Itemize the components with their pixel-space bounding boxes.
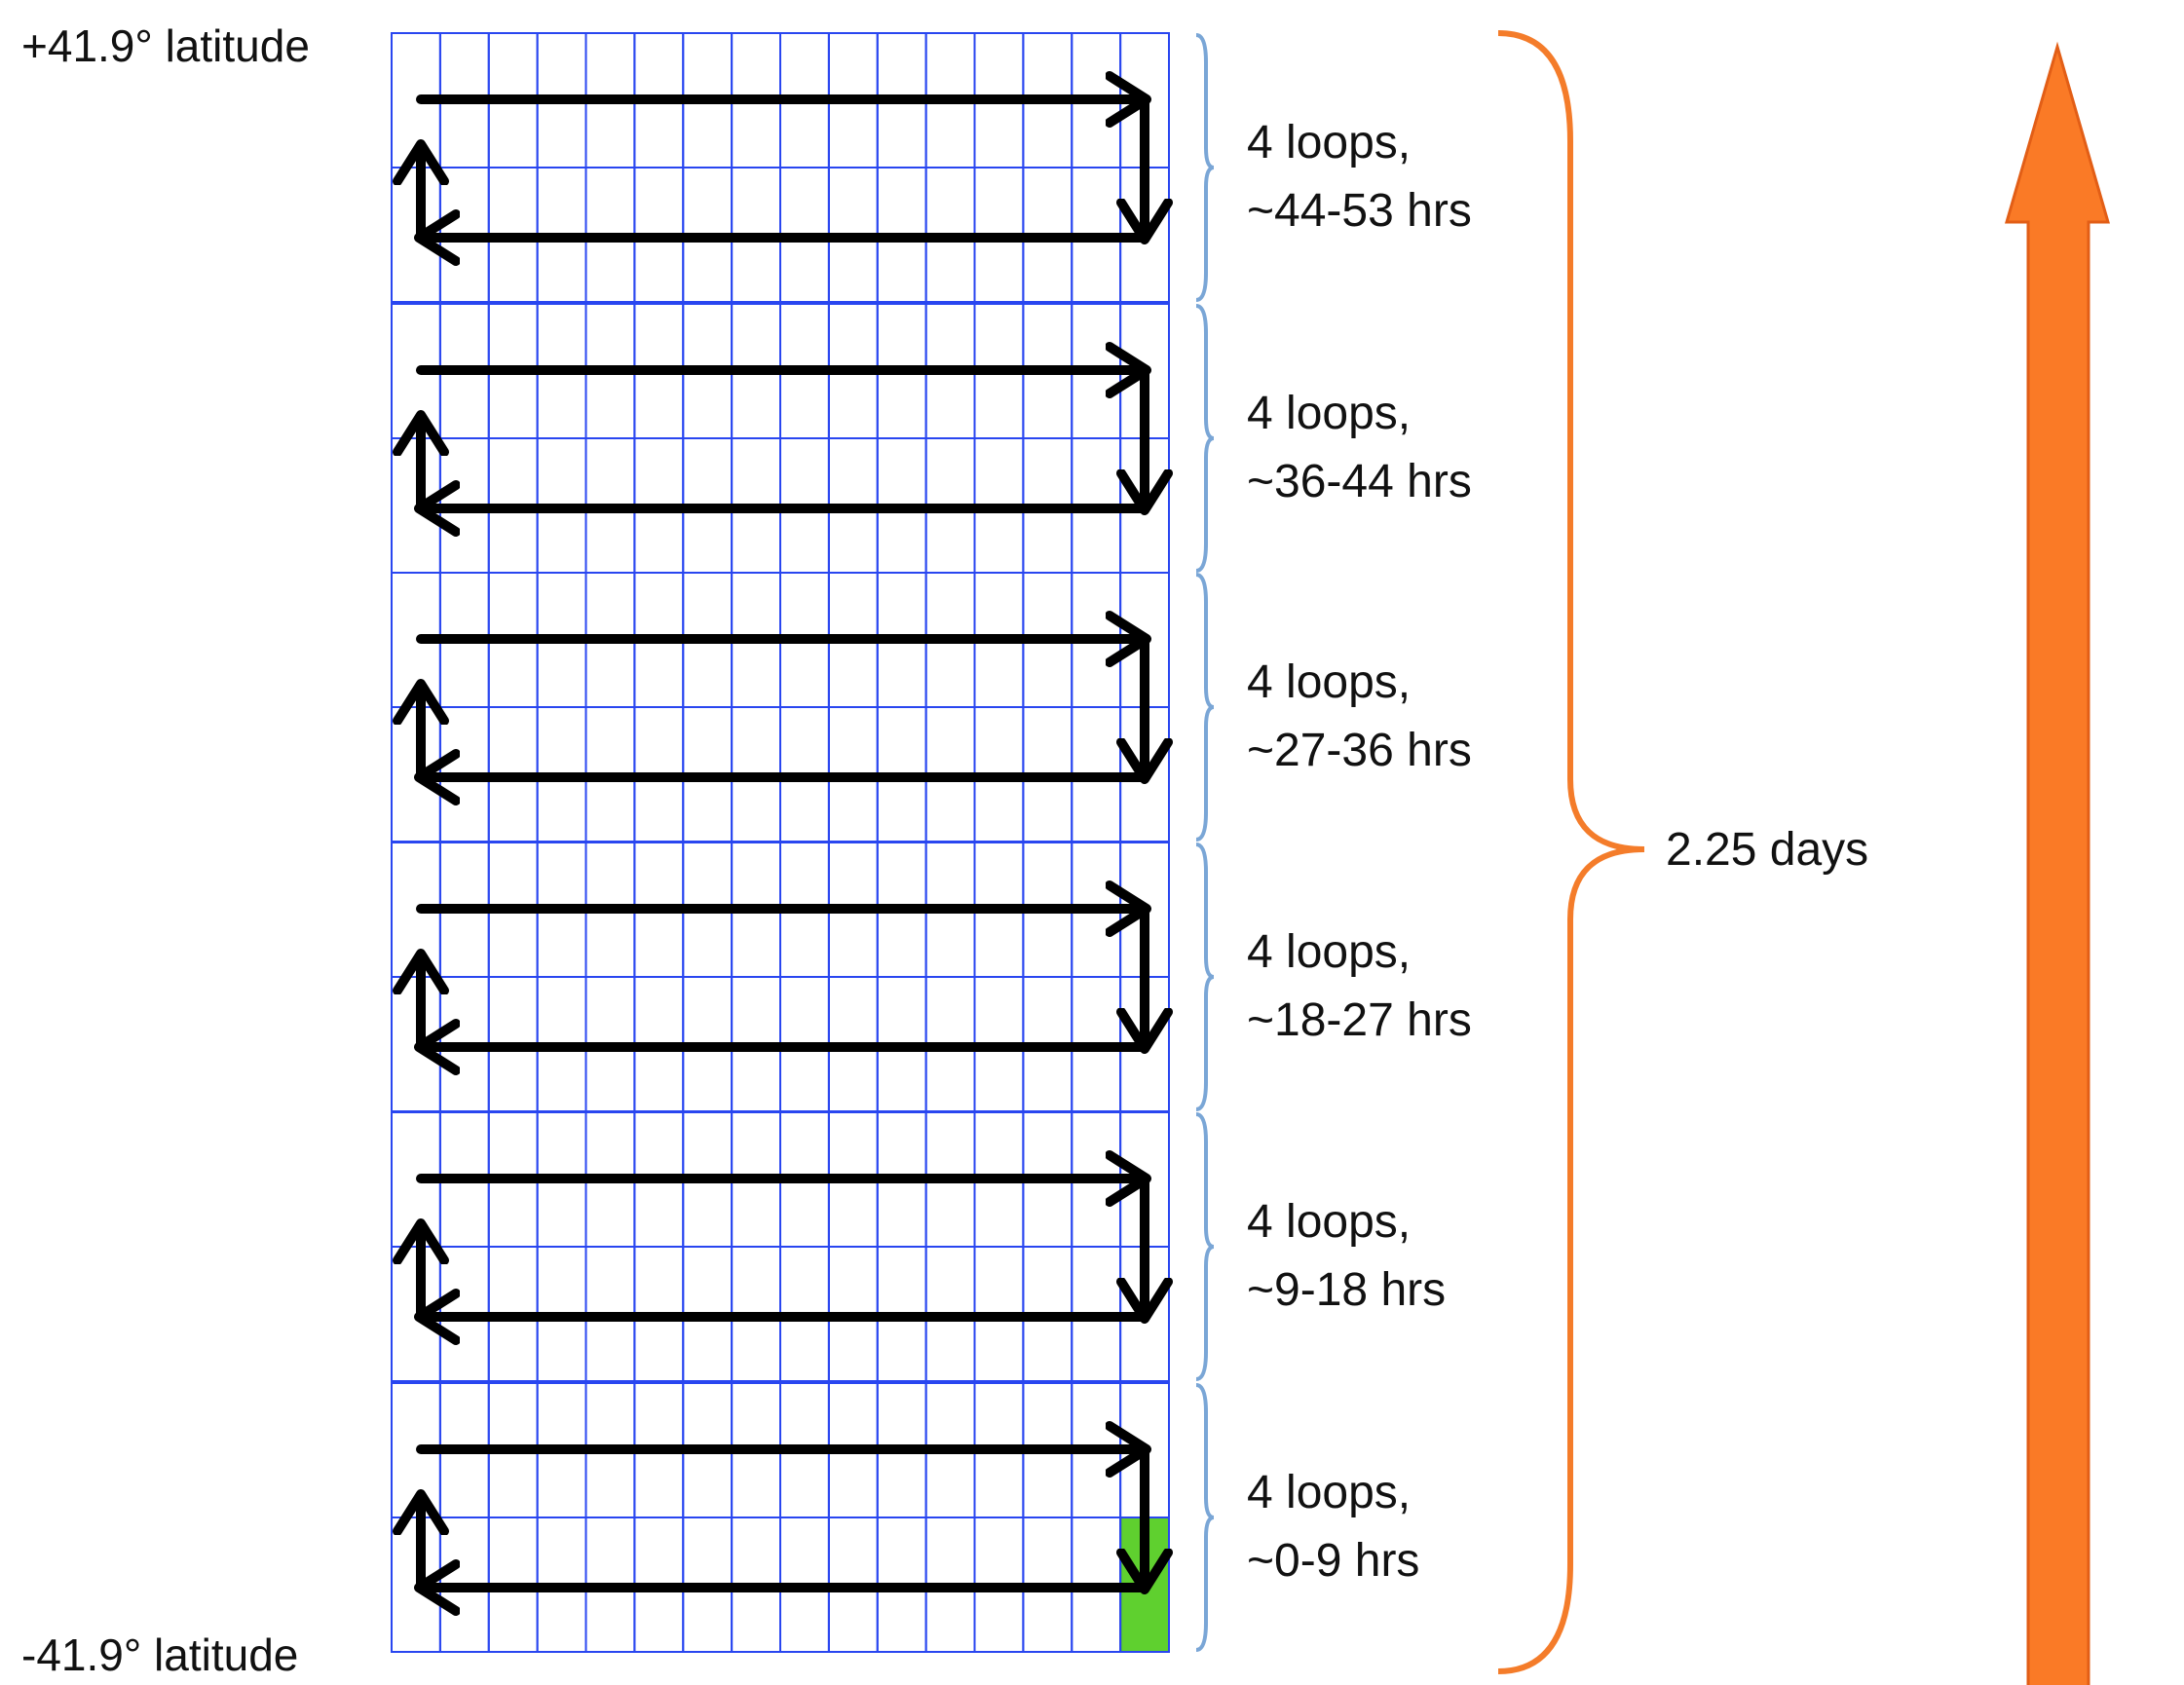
segment-loops-label: 4 loops, — [1247, 117, 1411, 168]
segment-hours-label: ~44-53 hrs — [1247, 185, 1472, 237]
segment-brace — [1195, 1112, 1215, 1381]
segment-hours-label: ~9-18 hrs — [1247, 1264, 1446, 1316]
segment-brace — [1195, 1383, 1215, 1652]
segment-brace — [1195, 304, 1215, 573]
segment-loops-label: 4 loops, — [1247, 926, 1411, 978]
segment-hours-label: ~36-44 hrs — [1247, 456, 1472, 507]
segment-hours-label: ~0-9 hrs — [1247, 1535, 1419, 1587]
segment-1: 4 loops, ~44-53 hrs — [391, 32, 1472, 303]
segment-5: 4 loops, ~9-18 hrs — [391, 1111, 1446, 1382]
total-brace — [1497, 30, 1645, 1674]
segment-4: 4 loops, ~18-27 hrs — [391, 842, 1472, 1112]
segment-brace — [1195, 33, 1215, 302]
segment-hours-label: ~18-27 hrs — [1247, 994, 1472, 1046]
top-latitude-label: +41.9° latitude — [21, 20, 310, 71]
segment-loops-label: 4 loops, — [1247, 1196, 1411, 1248]
segment-loops-label: 4 loops, — [1247, 388, 1411, 439]
segment-brace — [1195, 573, 1215, 842]
segment-3: 4 loops, ~27-36 hrs — [391, 572, 1472, 842]
segment-loops-label: 4 loops, — [1247, 1467, 1411, 1518]
segment-2: 4 loops, ~36-44 hrs — [391, 303, 1472, 574]
segment-hours-label: ~27-36 hrs — [1247, 725, 1472, 776]
segment-6: 4 loops, ~0-9 hrs — [391, 1382, 1419, 1653]
direction-arrow-icon — [2005, 41, 2110, 1685]
total-duration-label: 2.25 days — [1666, 824, 1868, 876]
segment-brace — [1195, 842, 1215, 1111]
segment-loops-label: 4 loops, — [1247, 656, 1411, 708]
bottom-latitude-label: -41.9° latitude — [21, 1629, 298, 1680]
